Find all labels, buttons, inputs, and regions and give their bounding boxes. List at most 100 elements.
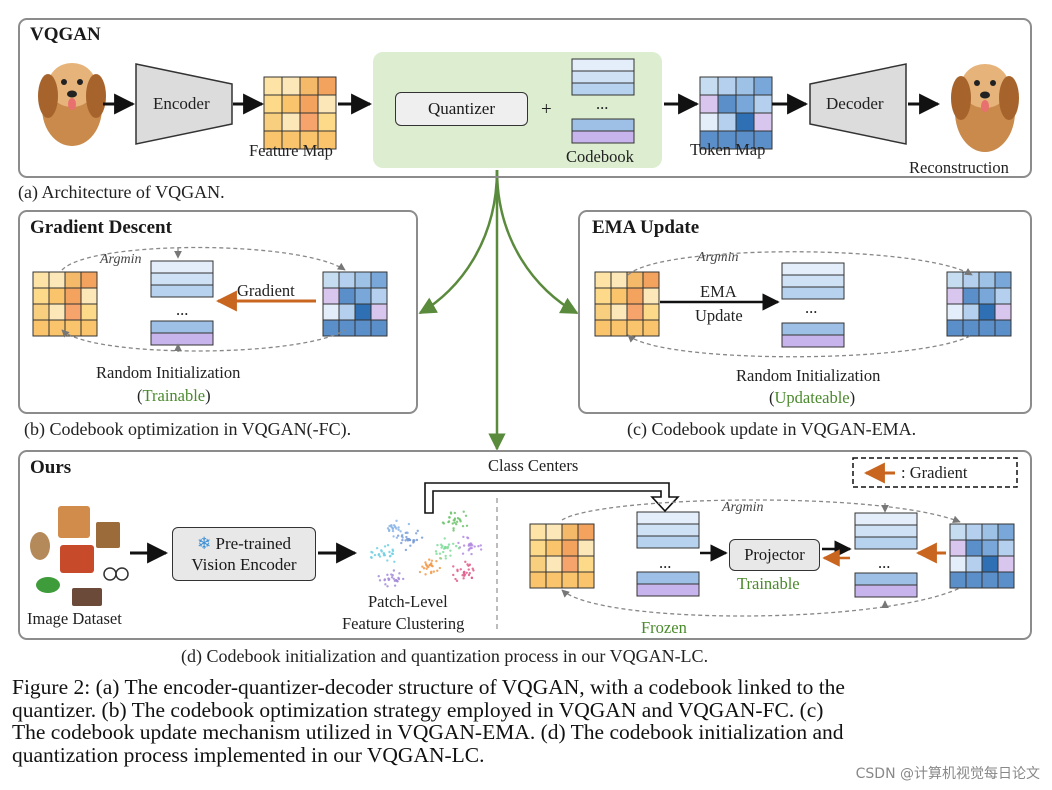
panel-b-caption: (b) Codebook optimization in VQGAN(-FC).	[24, 419, 352, 439]
dog-input-image	[38, 63, 106, 146]
cluster-point	[435, 559, 438, 563]
cluster-point	[416, 529, 419, 533]
cluster-point	[391, 529, 395, 533]
cluster-point	[386, 544, 390, 547]
cluster-point	[472, 569, 475, 572]
cluster-point	[429, 563, 432, 566]
cluster-point	[467, 564, 470, 567]
cluster-point	[383, 545, 387, 548]
cluster-point	[436, 569, 439, 572]
cluster-point	[422, 567, 426, 570]
figure-caption-line1: Figure 2: (a) The encoder-quantizer-deco…	[12, 675, 845, 699]
random-init-label-c: Random Initialization	[736, 366, 881, 385]
cluster-point	[456, 517, 460, 520]
cluster-point	[415, 532, 418, 535]
cluster-point	[479, 544, 482, 547]
cluster-point	[388, 550, 391, 554]
cluster-point	[444, 546, 447, 550]
cluster-point	[428, 558, 431, 561]
panel-a	[18, 18, 1032, 178]
feature-map-grid-c	[594, 271, 660, 337]
image-dataset-collage	[30, 506, 129, 606]
panel-d-caption: (d) Codebook initialization and quantiza…	[181, 646, 709, 666]
update-label: Update	[695, 306, 743, 325]
cluster-point	[399, 530, 402, 533]
cluster-point	[461, 524, 465, 528]
plus-sign: +	[541, 99, 552, 120]
panel-c	[578, 210, 1032, 414]
cluster-point	[424, 563, 428, 566]
cluster-point	[470, 552, 473, 556]
panel-c-caption: (c) Codebook update in VQGAN-EMA.	[627, 419, 917, 439]
cluster-point	[389, 554, 392, 558]
cluster-point	[400, 541, 403, 545]
cluster-point	[395, 527, 398, 530]
codebook-entry	[571, 82, 635, 96]
cluster-point	[429, 570, 433, 574]
cluster-point	[387, 529, 391, 533]
cluster-point	[404, 539, 407, 542]
cluster-point	[455, 520, 459, 524]
class-centers-arrow	[424, 482, 680, 514]
panel-c-title: EMA Update	[592, 217, 700, 238]
clustering-label-line2: Feature Clustering	[342, 614, 465, 633]
codebook-dots-d1: ...	[659, 553, 672, 572]
cluster-point	[467, 573, 471, 577]
vision-encoder-line1: Pre-trained	[215, 533, 292, 553]
decoder-label: Decoder	[826, 94, 884, 113]
cluster-point	[391, 527, 394, 530]
panel-d	[18, 450, 1032, 640]
grid-cell	[994, 319, 1012, 337]
trainable-label-d: Trainable	[737, 574, 800, 593]
codebook-entry	[854, 584, 918, 598]
cluster-point	[404, 531, 407, 535]
cluster-point	[462, 544, 466, 547]
grid-cell	[642, 319, 660, 337]
codebook-entry	[571, 130, 635, 144]
cluster-point	[462, 577, 465, 580]
grid-cell	[753, 130, 773, 150]
cluster-point	[467, 544, 470, 547]
cluster-point	[378, 579, 382, 582]
argmin-label-c: Argmin	[697, 250, 739, 265]
codebook-stack-c	[781, 262, 845, 348]
codebook-entry	[150, 332, 214, 346]
cluster-point	[386, 559, 389, 562]
grid-cell	[370, 319, 388, 337]
cluster-point	[425, 567, 428, 571]
random-init-label-b: Random Initialization	[96, 363, 241, 382]
cluster-point	[470, 576, 474, 579]
cluster-point	[473, 545, 476, 548]
cluster-point	[420, 536, 424, 539]
codebook-dots-b: ...	[176, 300, 189, 319]
cluster-point	[454, 544, 458, 548]
cluster-point	[449, 554, 452, 557]
cluster-point	[455, 523, 458, 526]
cluster-point	[468, 572, 471, 575]
cluster-point	[388, 524, 391, 528]
cluster-point	[463, 573, 467, 576]
cluster-point	[384, 583, 387, 586]
codebook-entry	[781, 286, 845, 300]
projected-codebook-stack	[854, 512, 918, 598]
token-map-label: Token Map	[690, 140, 766, 159]
feature-cluster-scatter	[369, 510, 483, 588]
updateable-label-c: (Updateable)	[769, 388, 856, 407]
trainable-text-b: Trainable	[142, 386, 206, 405]
cluster-point	[452, 527, 455, 530]
quantizer-box: Quantizer	[395, 92, 528, 126]
cluster-point	[382, 552, 386, 555]
cluster-point	[390, 524, 393, 527]
cluster-point	[444, 554, 447, 558]
cluster-point	[435, 552, 438, 556]
cluster-point	[461, 552, 465, 555]
trainable-label-b: (Trainable)	[137, 386, 211, 405]
token-map-grid-c	[946, 271, 1012, 337]
cluster-point	[438, 552, 442, 555]
cluster-point	[386, 585, 389, 588]
figure-caption-line3: The codebook update mechanism utilized i…	[12, 720, 844, 744]
figure-caption: Figure 2: (a) The encoder-quantizer-deco…	[12, 676, 1042, 766]
figure-caption-line2: quantizer. (b) The codebook optimization…	[12, 697, 824, 722]
cluster-point	[439, 557, 443, 560]
cluster-point	[451, 522, 454, 525]
